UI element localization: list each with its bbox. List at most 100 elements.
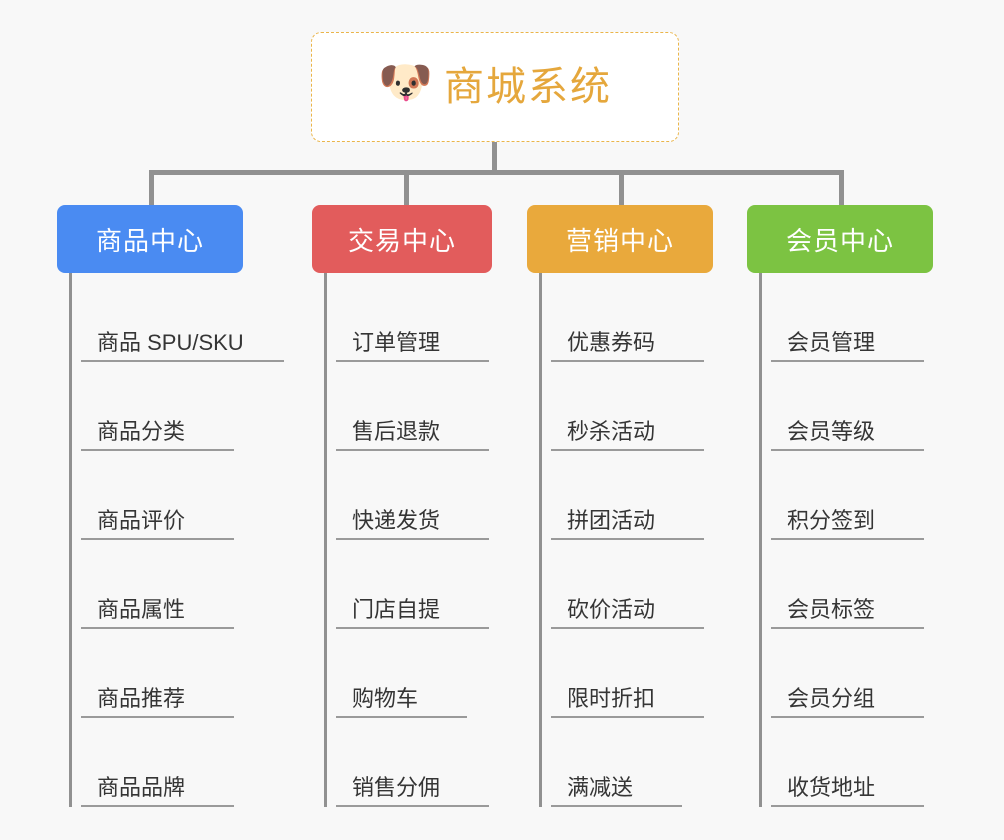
leaf-item-label: 快递发货 bbox=[352, 507, 441, 533]
leaf-item[interactable]: 订单管理 bbox=[324, 273, 492, 362]
leaf-list-4: 会员管理会员等级积分签到会员标签会员分组收货地址 bbox=[747, 273, 933, 807]
leaf-item[interactable]: 会员管理 bbox=[759, 273, 933, 362]
category-label: 交易中心 bbox=[347, 225, 456, 256]
trunk-horizontal-connector bbox=[149, 170, 840, 175]
leaf-item[interactable]: 优惠券码 bbox=[539, 273, 713, 362]
leaf-item-underline bbox=[551, 360, 704, 362]
leaf-item[interactable]: 会员等级 bbox=[759, 362, 933, 451]
leaf-item-underline bbox=[551, 627, 704, 629]
leaf-item-label: 购物车 bbox=[352, 685, 419, 711]
leaf-item[interactable]: 购物车 bbox=[324, 629, 492, 718]
leaf-item[interactable]: 收货地址 bbox=[759, 718, 933, 807]
leaf-item-label: 门店自提 bbox=[352, 596, 441, 622]
leaf-item-label: 会员分组 bbox=[787, 685, 876, 711]
leaf-item[interactable]: 销售分佣 bbox=[324, 718, 492, 807]
category-box-3[interactable]: 营销中心 bbox=[527, 205, 713, 273]
leaf-item-underline bbox=[771, 538, 924, 540]
shiba-dog-face-icon: 🐶 bbox=[378, 58, 433, 107]
leaf-item[interactable]: 商品推荐 bbox=[69, 629, 243, 718]
leaf-item-label: 商品分类 bbox=[97, 418, 186, 444]
trunk-vertical-connector bbox=[492, 142, 497, 173]
leaf-item-underline bbox=[771, 449, 924, 451]
leaf-item[interactable]: 砍价活动 bbox=[539, 540, 713, 629]
leaf-item[interactable]: 门店自提 bbox=[324, 540, 492, 629]
branch-column-1: 商品中心商品 SPU/SKU 商品分类商品评价商品属性商品推荐商品品牌 bbox=[57, 205, 284, 807]
leaf-item-underline bbox=[81, 716, 234, 718]
leaf-item[interactable]: 拼团活动 bbox=[539, 451, 713, 540]
branch-column-2: 交易中心订单管理售后退款快递发货门店自提购物车销售分佣 bbox=[312, 205, 492, 807]
branch-drop-connector-4 bbox=[839, 170, 844, 210]
leaf-item[interactable]: 积分签到 bbox=[759, 451, 933, 540]
leaf-item[interactable]: 商品属性 bbox=[69, 540, 243, 629]
leaf-list-2: 订单管理售后退款快递发货门店自提购物车销售分佣 bbox=[312, 273, 492, 807]
leaf-item-label: 商品 SPU/SKU bbox=[97, 329, 244, 355]
leaf-item-underline bbox=[551, 449, 704, 451]
leaf-item-label: 会员标签 bbox=[787, 596, 876, 622]
leaf-item[interactable]: 商品 SPU/SKU bbox=[69, 273, 284, 362]
leaf-item[interactable]: 会员标签 bbox=[759, 540, 933, 629]
leaf-item[interactable]: 会员分组 bbox=[759, 629, 933, 718]
leaf-item-label: 优惠券码 bbox=[567, 329, 656, 355]
leaf-item-label: 销售分佣 bbox=[352, 774, 441, 800]
leaf-item-underline bbox=[81, 627, 234, 629]
leaf-spine-connector-2 bbox=[324, 273, 327, 807]
category-label: 营销中心 bbox=[565, 225, 674, 256]
leaf-item-underline bbox=[81, 449, 234, 451]
category-label: 会员中心 bbox=[785, 225, 894, 256]
leaf-item-underline bbox=[336, 360, 489, 362]
leaf-item[interactable]: 限时折扣 bbox=[539, 629, 713, 718]
leaf-item[interactable]: 售后退款 bbox=[324, 362, 492, 451]
leaf-item-label: 商品评价 bbox=[97, 507, 186, 533]
leaf-item[interactable]: 商品分类 bbox=[69, 362, 243, 451]
category-label: 商品中心 bbox=[95, 225, 204, 256]
leaf-list-3: 优惠券码秒杀活动拼团活动砍价活动限时折扣满减送 bbox=[527, 273, 713, 807]
branch-drop-connector-2 bbox=[404, 170, 409, 210]
branch-column-4: 会员中心会员管理会员等级积分签到会员标签会员分组收货地址 bbox=[747, 205, 933, 807]
leaf-item-label: 满减送 bbox=[567, 774, 634, 800]
leaf-item-underline bbox=[551, 716, 704, 718]
branch-drop-connector-3 bbox=[619, 170, 624, 210]
root-node[interactable]: 🐶 商城系统 bbox=[311, 32, 679, 142]
leaf-item-label: 限时折扣 bbox=[567, 685, 656, 711]
root-title: 商城系统 bbox=[444, 65, 612, 109]
leaf-item-underline bbox=[551, 805, 682, 807]
leaf-spine-connector-1 bbox=[69, 273, 72, 807]
category-box-4[interactable]: 会员中心 bbox=[747, 205, 933, 273]
leaf-item-underline bbox=[336, 805, 489, 807]
leaf-item-underline bbox=[336, 538, 489, 540]
leaf-item-label: 会员等级 bbox=[787, 418, 876, 444]
leaf-item[interactable]: 商品品牌 bbox=[69, 718, 243, 807]
leaf-item[interactable]: 商品评价 bbox=[69, 451, 243, 540]
leaf-item-label: 拼团活动 bbox=[567, 507, 656, 533]
leaf-item-underline bbox=[771, 805, 924, 807]
leaf-item-underline bbox=[771, 716, 924, 718]
leaf-item-label: 会员管理 bbox=[787, 329, 876, 355]
leaf-list-1: 商品 SPU/SKU 商品分类商品评价商品属性商品推荐商品品牌 bbox=[57, 273, 284, 807]
leaf-item-label: 售后退款 bbox=[352, 418, 441, 444]
leaf-item[interactable]: 满减送 bbox=[539, 718, 713, 807]
leaf-item-label: 商品品牌 bbox=[97, 774, 186, 800]
branch-drop-connector-1 bbox=[149, 170, 154, 210]
category-box-2[interactable]: 交易中心 bbox=[312, 205, 492, 273]
leaf-item-label: 商品属性 bbox=[97, 596, 186, 622]
leaf-item[interactable]: 秒杀活动 bbox=[539, 362, 713, 451]
leaf-item-underline bbox=[81, 538, 234, 540]
leaf-item-label: 订单管理 bbox=[352, 329, 441, 355]
leaf-item-underline bbox=[771, 360, 924, 362]
category-box-1[interactable]: 商品中心 bbox=[57, 205, 243, 273]
leaf-item-underline bbox=[336, 449, 489, 451]
leaf-item-underline bbox=[336, 716, 467, 718]
branch-column-3: 营销中心优惠券码秒杀活动拼团活动砍价活动限时折扣满减送 bbox=[527, 205, 713, 807]
leaf-item[interactable]: 快递发货 bbox=[324, 451, 492, 540]
leaf-item-underline bbox=[336, 627, 489, 629]
leaf-item-underline bbox=[771, 627, 924, 629]
leaf-item-label: 砍价活动 bbox=[567, 596, 656, 622]
leaf-item-underline bbox=[551, 538, 704, 540]
leaf-item-label: 收货地址 bbox=[787, 774, 876, 800]
leaf-spine-connector-3 bbox=[539, 273, 542, 807]
leaf-item-underline bbox=[81, 360, 284, 362]
leaf-item-label: 商品推荐 bbox=[97, 685, 186, 711]
leaf-item-underline bbox=[81, 805, 234, 807]
leaf-spine-connector-4 bbox=[759, 273, 762, 807]
